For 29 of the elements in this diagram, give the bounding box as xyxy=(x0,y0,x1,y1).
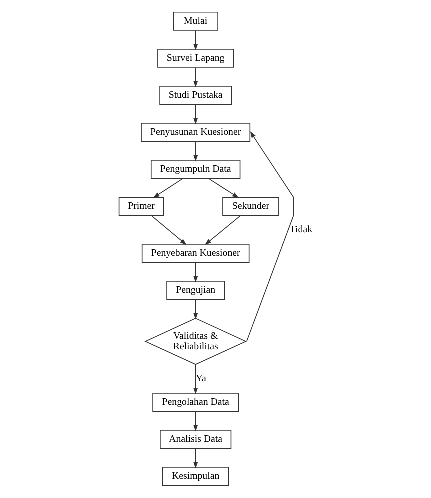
arrow xyxy=(193,262,198,283)
node-box: Analisis Data xyxy=(160,430,232,449)
edge-label: Ya xyxy=(195,374,206,385)
arrow xyxy=(152,178,183,198)
node-box: Pengolahan Data xyxy=(152,393,239,412)
node-box: Survei Lapang xyxy=(157,49,234,68)
arrow xyxy=(193,364,198,395)
node-box: Penyebaran Kuesioner xyxy=(141,244,250,263)
arrow xyxy=(193,30,198,51)
edge-label: Tidak xyxy=(289,224,312,236)
node-box: Pengujian xyxy=(166,281,225,300)
arrow xyxy=(204,215,241,246)
node-diamond: Validitas & Reliabilitas xyxy=(144,318,247,366)
node-box: Mulai xyxy=(172,12,218,31)
node-box: Sekunder xyxy=(222,197,279,216)
arrow xyxy=(208,178,239,198)
node-box: Kesimpulan xyxy=(162,467,229,486)
node-box: Penyusunan Kuesioner xyxy=(140,123,250,142)
arrow xyxy=(193,299,198,320)
arrow xyxy=(193,67,198,88)
arrow xyxy=(193,142,198,162)
arrow xyxy=(150,215,186,246)
arrow xyxy=(246,132,294,342)
node-box: Pengumpuln Data xyxy=(150,160,240,180)
arrow xyxy=(193,448,198,469)
arrow xyxy=(193,411,198,432)
node-box: Primer xyxy=(118,197,164,216)
node-box: Studi Pustaka xyxy=(159,86,232,105)
arrow xyxy=(193,104,198,125)
